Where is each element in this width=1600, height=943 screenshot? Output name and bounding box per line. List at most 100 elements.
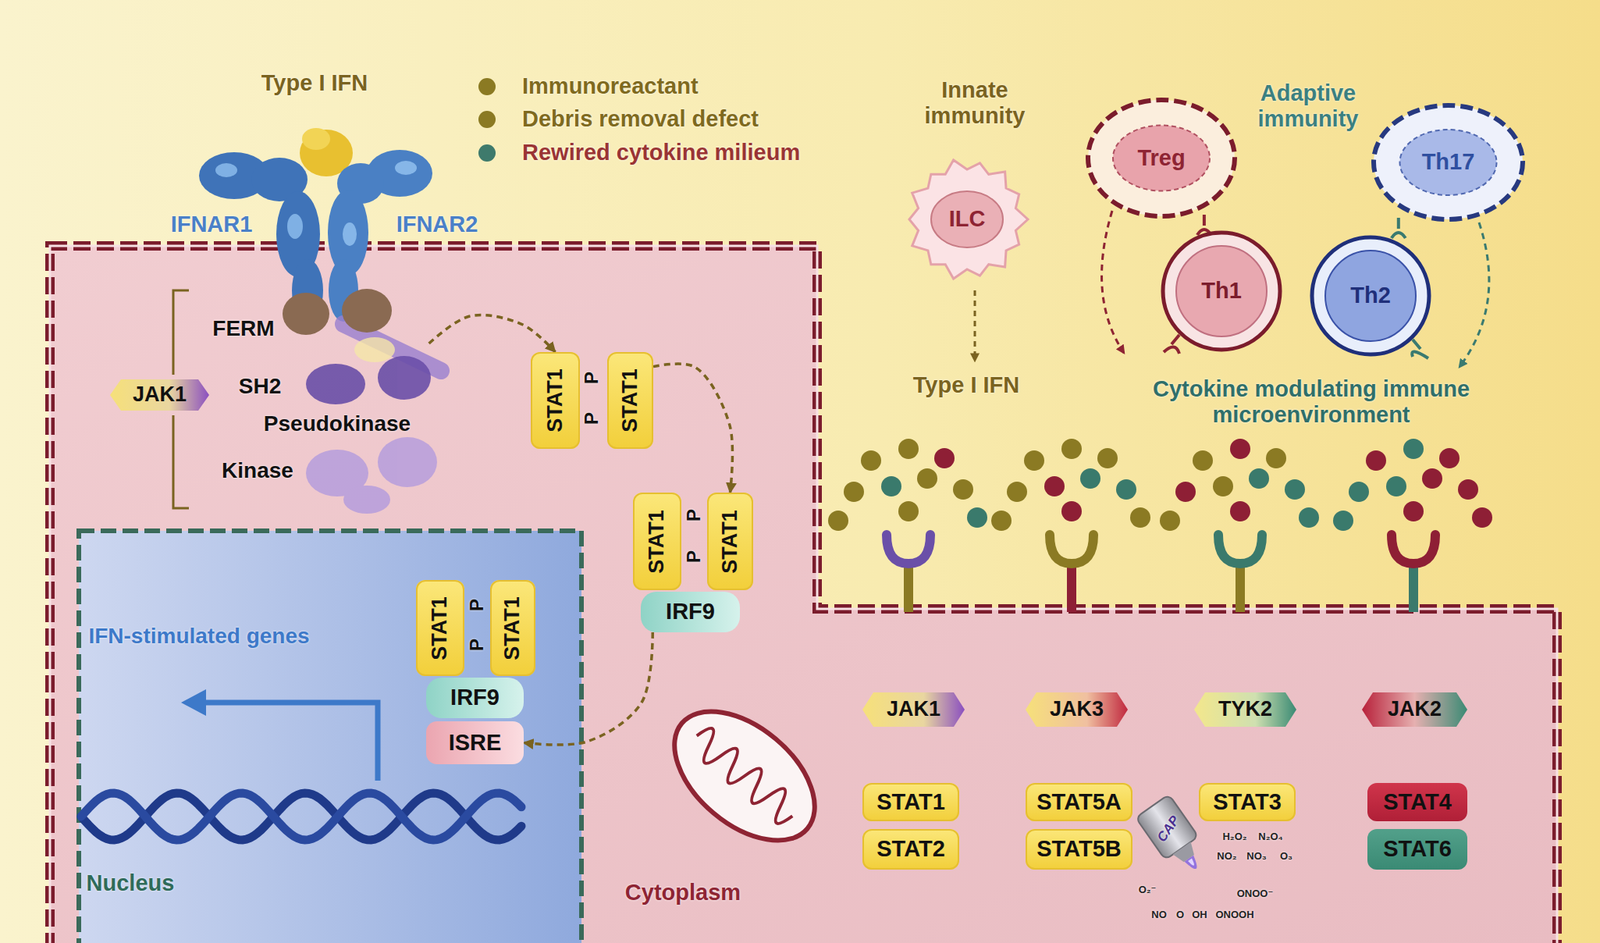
annotation-label: Kinase — [221, 458, 294, 484]
irf9-protein: IRF9 — [640, 591, 740, 633]
annotation-label: SH2 — [238, 373, 281, 399]
annotation-label: Cytokine modulating immune microenvironm… — [1108, 376, 1515, 429]
annotation-label: O — [1176, 909, 1184, 921]
jak1-ferm-domain — [282, 288, 392, 335]
node-label: STAT1 — [618, 368, 643, 433]
cytokine-dot — [1457, 479, 1479, 500]
treg-cytokine-arrow — [1102, 210, 1124, 353]
cytokine-dot — [967, 507, 988, 528]
cytokine-dot — [843, 481, 864, 502]
cap-device — [1135, 794, 1213, 881]
node-label: STAT1 — [543, 368, 568, 433]
cytokine-dot — [1439, 448, 1460, 469]
annotation-label: ONOOH — [1215, 909, 1254, 921]
cytokine-dot — [934, 448, 955, 469]
legend-text: Rewired cytokine milieum — [522, 139, 800, 166]
dna-helix — [81, 792, 522, 840]
node-label: Cytoplasm — [625, 879, 741, 906]
cytokine-dot — [1230, 438, 1251, 459]
node-label: STAT2 — [876, 835, 946, 862]
cytokine-dot — [991, 510, 1012, 531]
cytokine-dot — [1403, 501, 1424, 522]
jak1-kinase-domain — [305, 437, 438, 514]
cytokine-dot — [1298, 507, 1320, 528]
node-label: IFNAR2 — [396, 211, 479, 238]
isre-element: ISRE — [426, 721, 524, 765]
annotation-label: NO — [1151, 909, 1167, 921]
th1-cell: Th1 — [1160, 230, 1283, 352]
receptor-complex: IFNAR1IFNAR2 — [140, 117, 484, 344]
stat-protein: STAT6 — [1367, 828, 1468, 870]
annotation-label: P — [682, 508, 705, 522]
cytokine-receptor — [991, 438, 1151, 612]
node-label: IRF9 — [450, 684, 500, 711]
nucleus-compartment: STAT1STAT1IRF9ISRENucleus — [76, 528, 584, 943]
th17-cell: Th17 — [1370, 102, 1526, 223]
cytokine-dot — [952, 479, 974, 500]
node-label: STAT1 — [644, 509, 669, 574]
node-label: Th2 — [1350, 282, 1391, 309]
cytokine-dot — [898, 438, 919, 459]
stat-protein: STAT5B — [1025, 828, 1133, 870]
node-label: STAT5B — [1036, 835, 1121, 862]
cytokine-dot — [1230, 501, 1251, 522]
cytokine-dot — [1159, 510, 1181, 531]
annotation-label: NO₃ — [1246, 850, 1267, 863]
cytokine-dot — [1212, 476, 1234, 497]
cytokine-receptor — [1333, 438, 1493, 612]
node-label: JAK2 — [1387, 696, 1442, 722]
node-label: ILC — [949, 206, 986, 232]
node-label: JAK3 — [1049, 696, 1104, 722]
node-label: STAT1 — [718, 509, 743, 574]
annotation-label: Adaptive immunity — [1230, 80, 1387, 133]
cytokine-dot — [1192, 450, 1213, 471]
cytokine-dot — [1044, 476, 1065, 497]
th2-cell: Th2 — [1309, 234, 1432, 357]
node-label: TYK2 — [1218, 696, 1273, 722]
cytokine-dot — [1175, 481, 1196, 502]
annotation-label: OH — [1191, 909, 1208, 921]
jak-tag: JAK1 — [110, 379, 210, 411]
node-label: STAT1 — [500, 596, 525, 661]
annotation-label: P — [580, 412, 603, 425]
transcription-arrow — [181, 689, 378, 781]
node-label: ISRE — [448, 729, 502, 756]
cytokine-dot — [1333, 510, 1354, 531]
cytokine-dot — [1365, 450, 1387, 471]
annotation-label: O₃ — [1280, 850, 1293, 863]
annotation-label: N₂O₄ — [1258, 831, 1283, 843]
legend-text: Debris removal defect — [522, 106, 759, 132]
legend-swatch — [478, 78, 496, 96]
node-label: Th1 — [1201, 277, 1242, 304]
annotation-label: P — [580, 371, 603, 384]
legend-swatch — [478, 110, 496, 128]
jak-tag: JAK2 — [1361, 692, 1468, 727]
annotation-label: Innate immunity — [908, 77, 1042, 130]
node-label: STAT4 — [1383, 789, 1452, 815]
node-label: IRF9 — [665, 598, 715, 625]
cytokine-dot — [1061, 438, 1082, 459]
cytokine-dot — [1024, 450, 1045, 471]
node-label: Treg — [1137, 145, 1185, 171]
jak-tag: JAK3 — [1025, 692, 1128, 727]
stat-protein: STAT1 — [416, 579, 465, 676]
annotation-label: IFN-stimulated genes — [88, 623, 310, 649]
dna-strand — [81, 792, 522, 840]
stat-protein: STAT3 — [1198, 782, 1296, 822]
stat-protein: STAT1 — [707, 492, 754, 591]
ilc-cell: ILC — [904, 152, 1030, 286]
stat-protein: STAT5A — [1025, 782, 1133, 822]
th17-cytokine-arrow — [1459, 222, 1490, 367]
stat-protein: STAT2 — [862, 828, 960, 870]
annotation-label: ONOO⁻ — [1237, 888, 1274, 900]
annotation-label: Type I IFN — [913, 372, 1020, 399]
annotation-label: FERM — [212, 316, 274, 342]
annotation-label: P — [465, 638, 488, 651]
signal-arrow — [653, 363, 733, 493]
annotation-label: Pseudokinase — [263, 411, 411, 437]
annotation-label: H₂O₂ — [1222, 831, 1247, 843]
annotation-label: Type I IFN — [261, 70, 368, 96]
cytokine-receptors — [828, 438, 1493, 612]
node-label: STAT5A — [1036, 789, 1121, 815]
signal-arrow — [523, 632, 653, 745]
